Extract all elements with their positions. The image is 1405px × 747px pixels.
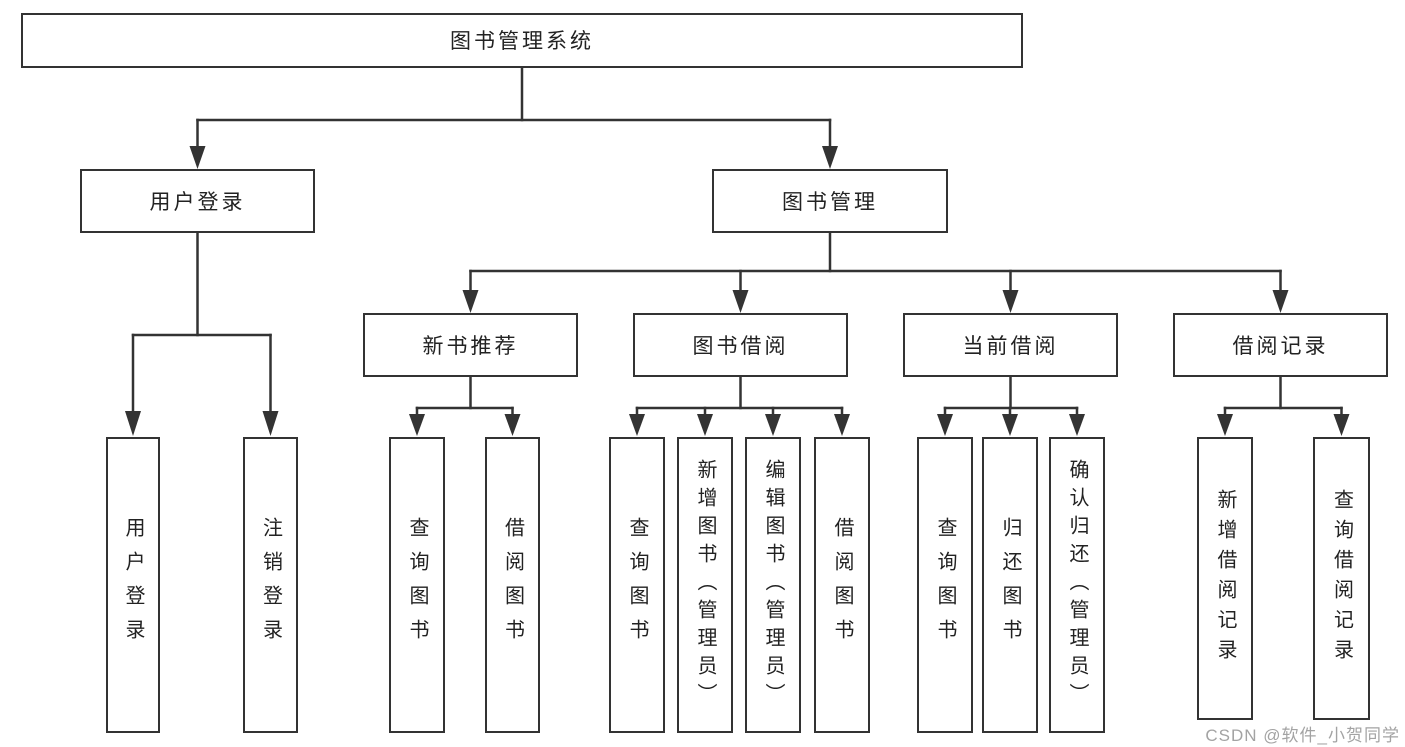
node-root-label: 图书管理系统: [450, 30, 594, 53]
leaf-return-book: 归还图书: [982, 437, 1038, 733]
connector-book-management-to-level3: [462, 231, 1289, 313]
node-new-book-recommend: 新书推荐: [363, 313, 578, 377]
leaf-logout: 注销登录: [243, 437, 298, 733]
connector-user-login-to-leaves: [125, 231, 279, 436]
leaf-add-book-admin-label: 新增图书（管理员）: [694, 459, 716, 711]
leaf-add-borrow-record-label: 新增借阅记录: [1214, 488, 1236, 669]
leaf-query-borrow-record: 查询借阅记录: [1313, 437, 1370, 720]
leaf-add-borrow-record: 新增借阅记录: [1197, 437, 1253, 720]
leaf-query-books-current: 查询图书: [917, 437, 973, 733]
connector-book-borrow-to-leaves: [629, 375, 850, 436]
leaf-borrow-books: 借阅图书: [814, 437, 870, 733]
node-borrow-records-label: 借阅记录: [1232, 334, 1329, 358]
leaf-query-books-borrow-label: 查询图书: [626, 517, 648, 653]
node-user-login: 用户登录: [80, 169, 315, 233]
node-book-borrow-label: 图书借阅: [692, 334, 789, 358]
leaf-return-book-label: 归还图书: [999, 517, 1021, 653]
leaf-confirm-return-admin-label: 确认归还（管理员）: [1066, 459, 1088, 711]
node-book-management-label: 图书管理: [782, 190, 878, 214]
leaf-borrow-books-recommend: 借阅图书: [485, 437, 540, 733]
node-book-management: 图书管理: [712, 169, 948, 233]
node-user-login-label: 用户登录: [149, 190, 246, 214]
leaf-borrow-books-label: 借阅图书: [831, 517, 853, 653]
leaf-query-books-recommend: 查询图书: [389, 437, 445, 733]
leaf-borrow-books-recommend-label: 借阅图书: [501, 517, 524, 653]
leaf-edit-book-admin: 编辑图书（管理员）: [745, 437, 801, 733]
node-new-book-recommend-label: 新书推荐: [422, 334, 519, 358]
leaf-query-books-current-label: 查询图书: [934, 517, 956, 653]
node-borrow-records: 借阅记录: [1173, 313, 1388, 377]
node-root: 图书管理系统: [21, 13, 1023, 68]
connector-root-to-level2: [189, 66, 838, 169]
leaf-query-borrow-record-label: 查询借阅记录: [1330, 488, 1353, 669]
leaf-query-books-borrow: 查询图书: [609, 437, 665, 733]
leaf-edit-book-admin-label: 编辑图书（管理员）: [762, 459, 784, 711]
node-book-borrow: 图书借阅: [633, 313, 848, 377]
leaf-add-book-admin: 新增图书（管理员）: [677, 437, 733, 733]
node-current-borrow: 当前借阅: [903, 313, 1118, 377]
leaf-query-books-recommend-label: 查询图书: [406, 517, 428, 653]
leaf-confirm-return-admin: 确认归还（管理员）: [1049, 437, 1105, 733]
connector-current-borrow-to-leaves: [937, 375, 1085, 436]
node-current-borrow-label: 当前借阅: [962, 334, 1059, 358]
leaf-user-login-label: 用户登录: [122, 517, 144, 653]
connector-new-book-recommend-to-leaves: [409, 375, 521, 436]
connector-borrow-records-to-leaves: [1217, 375, 1350, 436]
leaf-user-login: 用户登录: [106, 437, 160, 733]
watermark-text: CSDN @软件_小贺同学: [1205, 726, 1400, 745]
leaf-logout-label: 注销登录: [259, 517, 282, 653]
